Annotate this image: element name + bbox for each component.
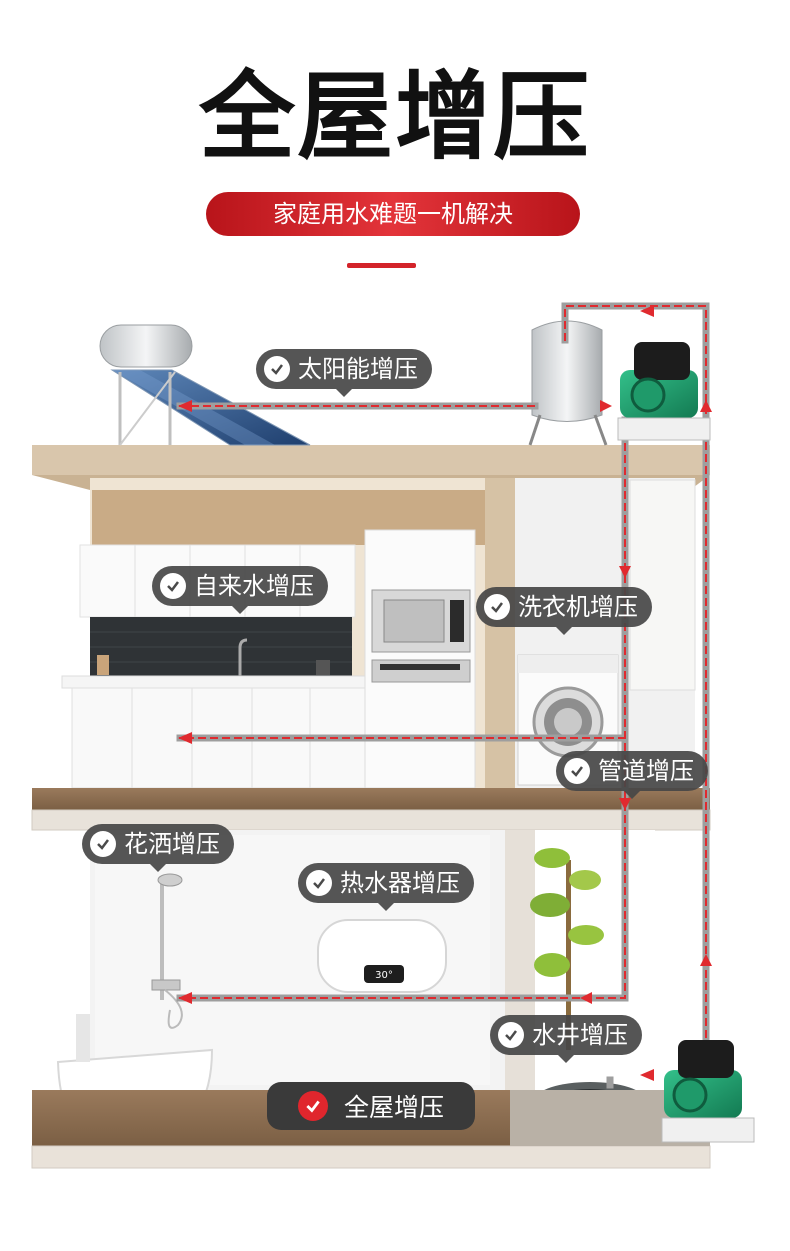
title-divider — [347, 263, 416, 268]
badge-label: 自来水增压 — [194, 572, 314, 600]
kitchen-faucet — [238, 638, 248, 676]
electric-water-heater — [317, 919, 447, 993]
heater-display: 30° — [375, 970, 393, 981]
upper-booster-pump — [617, 342, 711, 441]
badge-water-heater: 热水器增压 — [298, 863, 474, 911]
check-icon — [564, 758, 590, 784]
badge-whole-house: 全屋增压 — [267, 1082, 475, 1130]
badge-label: 花洒增压 — [124, 830, 220, 858]
badge-label: 管道增压 — [598, 757, 694, 785]
subtitle-banner: 家庭用水难题一机解决 — [206, 192, 580, 236]
built-in-appliances — [364, 529, 476, 789]
lower-booster-pump — [661, 1040, 755, 1143]
badge-label: 太阳能增压 — [298, 355, 418, 383]
check-icon — [498, 1022, 524, 1048]
check-icon — [297, 1091, 328, 1121]
badge-label: 热水器增压 — [340, 869, 460, 897]
check-icon — [306, 870, 332, 896]
badge-tap-water: 自来水增压 — [152, 566, 328, 614]
badge-washer: 洗衣机增压 — [476, 587, 652, 635]
badge-solar: 太阳能增压 — [256, 349, 432, 397]
badge-label: 洗衣机增压 — [518, 593, 638, 621]
steel-water-tank — [528, 320, 608, 446]
badge-label: 全屋增压 — [343, 1093, 444, 1122]
shower-set — [151, 873, 183, 1029]
badge-label: 水井增压 — [532, 1021, 628, 1049]
page-title: 全屋增压 — [199, 61, 591, 173]
check-icon — [484, 594, 510, 620]
check-icon — [264, 356, 290, 382]
check-icon — [90, 831, 116, 857]
badge-pipeline: 管道增压 — [556, 751, 708, 799]
garden-plant — [530, 848, 604, 1050]
countertop — [61, 675, 368, 689]
badge-well: 水井增压 — [490, 1015, 642, 1063]
check-icon — [160, 573, 186, 599]
badge-shower: 花洒增压 — [82, 824, 234, 872]
